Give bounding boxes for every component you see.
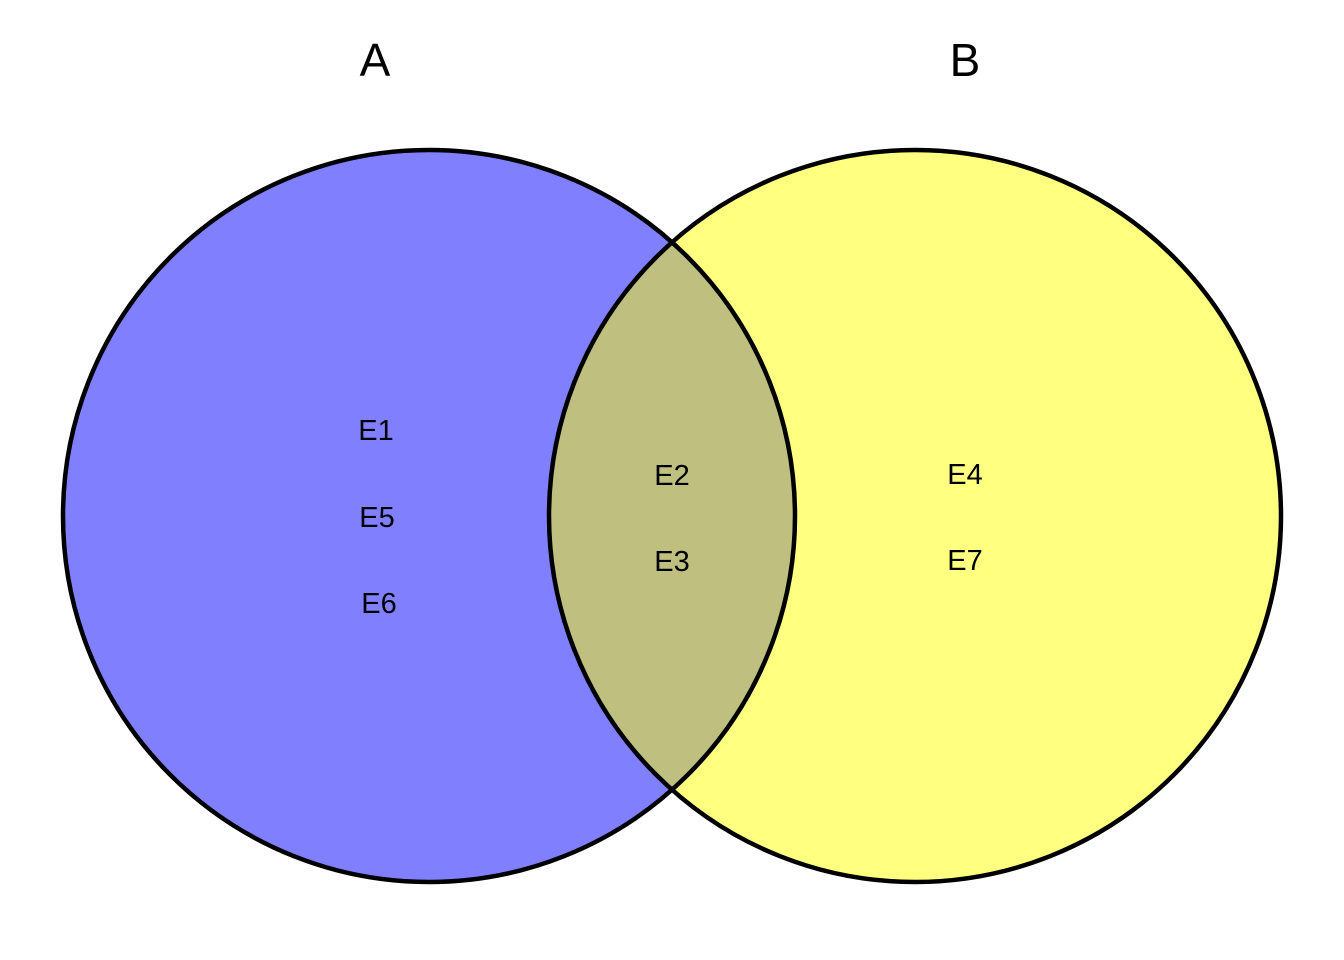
- set-a-item-3: E6: [361, 588, 396, 620]
- set-a-item-1: E1: [358, 415, 393, 447]
- set-a-item-2: E5: [359, 502, 394, 534]
- intersection-region: [549, 150, 795, 882]
- set-b-item-1: E4: [947, 459, 982, 491]
- set-b-title: B: [950, 34, 981, 86]
- set-a-outline: [60, 147, 798, 885]
- set-b-item-2: E7: [947, 545, 982, 577]
- set-a-title: A: [360, 34, 391, 86]
- intersection-item-1: E2: [654, 460, 689, 492]
- intersection-item-2: E3: [654, 546, 689, 578]
- set-b-outline: [546, 147, 1284, 885]
